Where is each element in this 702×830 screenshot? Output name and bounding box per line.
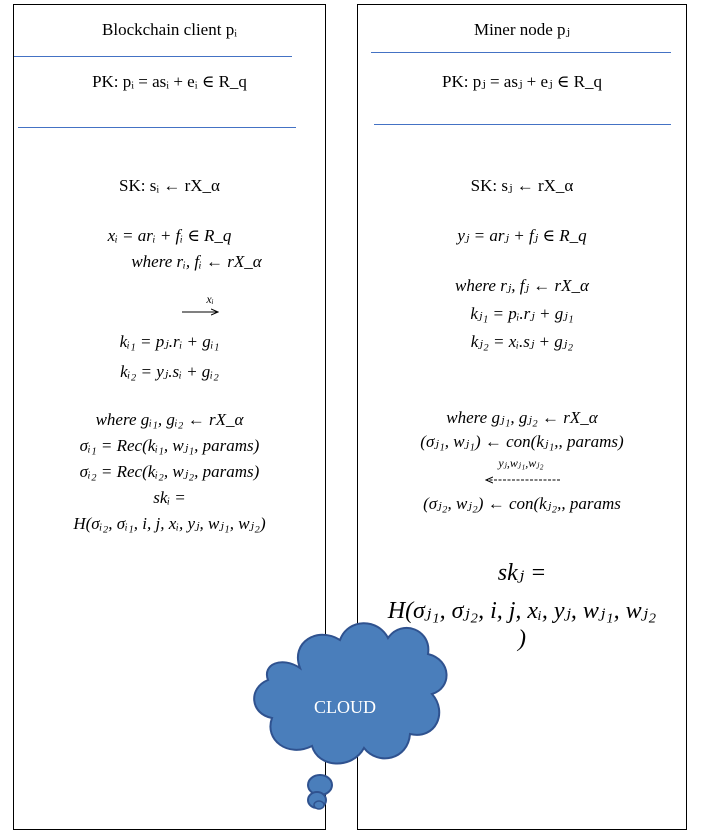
client-arrow-label: xᵢ xyxy=(206,292,214,306)
client-where-r-f: where rᵢ, fᵢ ← rX_α xyxy=(131,252,262,271)
client-title: Blockchain client pᵢ xyxy=(102,20,237,39)
client-public-key: PK: pᵢ = asᵢ + eᵢ ∈ R_q xyxy=(92,72,247,91)
client-sigma2: σᵢ₂ = Rec(kᵢ₂, wⱼ₂, params) xyxy=(79,462,260,481)
miner-con1: (σⱼ₁, wⱼ₁) ← con(kⱼ₁,, params) xyxy=(420,432,624,451)
miner-where-r-f: where rⱼ, fⱼ ← rX_α xyxy=(455,276,589,295)
client-secret-key: SK: sᵢ ← rX_α xyxy=(119,176,220,195)
client-session-key-hash: H(σᵢ₂, σᵢ₁, i, j, xᵢ, yⱼ, wⱼ₁, wⱼ₂) xyxy=(73,514,266,533)
miner-k2-equation: kⱼ₂ = xᵢ.sⱼ + gⱼ₂ xyxy=(470,332,574,351)
client-session-key-label: skᵢ = xyxy=(153,488,186,507)
client-k1-equation: kᵢ₁ = pⱼ.rᵢ + gᵢ₁ xyxy=(119,332,220,351)
miner-title: Miner node pⱼ xyxy=(473,20,571,39)
client-sigma1: σᵢ₁ = Rec(kᵢ₁, wⱼ₁, params) xyxy=(79,436,260,455)
miner-session-key-hash: H(σⱼ₁, σⱼ₂, i, j, xᵢ, yⱼ, wⱼ₁, wⱼ₂ xyxy=(387,598,657,624)
client-k2-equation: kᵢ₂ = yⱼ.sᵢ + gᵢ₂ xyxy=(120,362,219,381)
miner-where-g: where gⱼ₁, gⱼ₂ ← rX_α xyxy=(446,408,598,427)
cloud-label: CLOUD xyxy=(314,697,376,717)
miner-session-key-close: ) xyxy=(518,626,526,652)
miner-k1-equation: kⱼ₁ = pᵢ.rⱼ + gⱼ₁ xyxy=(470,304,574,323)
client-x-equation: xᵢ = arᵢ + fᵢ ∈ R_q xyxy=(107,226,232,245)
client-pk-divider xyxy=(18,127,296,128)
miner-pk-divider xyxy=(374,124,671,125)
miner-header-divider xyxy=(371,52,671,53)
cloud-shape xyxy=(253,622,448,810)
miner-con2: (σⱼ₂, wⱼ₂) ← con(kⱼ₂,, params xyxy=(423,494,621,513)
client-header-divider xyxy=(14,56,292,57)
miner-session-key-label: skⱼ = xyxy=(497,560,547,586)
miner-arrow-label: yⱼ,wⱼ₁,wⱼ₂ xyxy=(498,456,544,470)
miner-secret-key: SK: sⱼ ← rX_α xyxy=(470,176,574,195)
miner-y-equation: yⱼ = arⱼ + fⱼ ∈ R_q xyxy=(457,226,587,245)
client-where-g: where gᵢ₁, gᵢ₂ ← rX_α xyxy=(95,410,244,429)
miner-public-key: PK: pⱼ = asⱼ + eⱼ ∈ R_q xyxy=(442,72,602,91)
